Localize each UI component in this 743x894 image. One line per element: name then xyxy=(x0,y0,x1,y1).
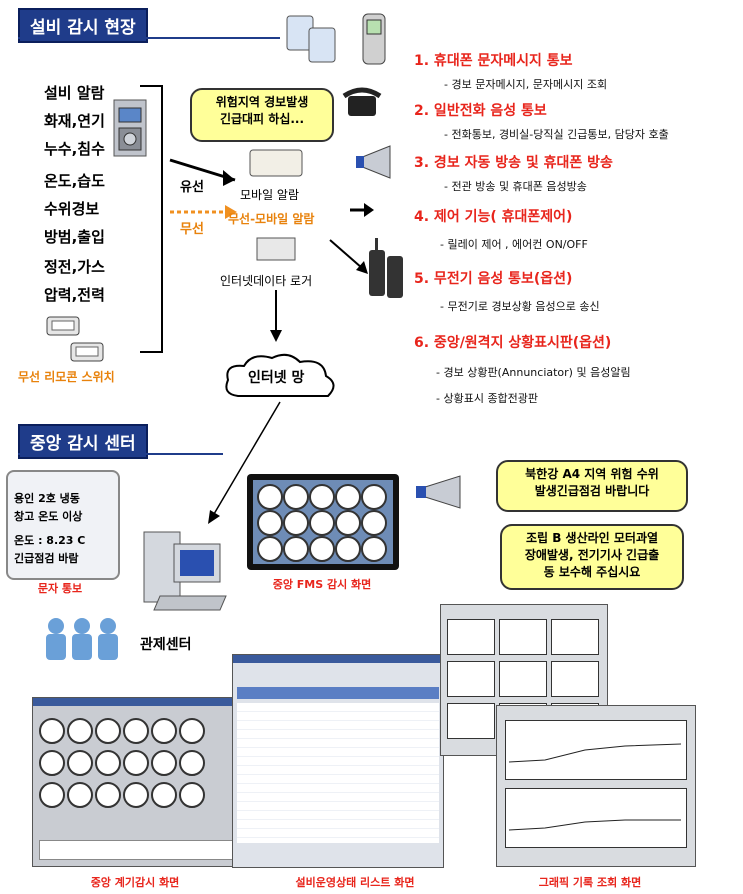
callout-mid2-line3: 동 보수해 주십시요 xyxy=(543,565,641,579)
wireless-label: 무선 xyxy=(180,222,204,237)
feature-4-title: 4. 제어 기능( 휴대폰제어) xyxy=(414,209,573,225)
status-list-screen xyxy=(232,654,444,868)
cloud-icon xyxy=(220,350,340,406)
callout-top-line2: 긴급대피 하십... xyxy=(219,112,305,126)
feature-2-title: 2. 일반전화 음성 통보 xyxy=(414,103,547,119)
sms-line4: 긴급점검 바람 xyxy=(14,552,79,565)
feature-1-sub: - 경보 문자메시지, 문자메시지 조회 xyxy=(444,78,608,91)
sms-line1: 용인 2호 냉동 xyxy=(14,492,80,505)
callout-mid2: 조립 B 생산라인 모터과열 장애발생, 전기기사 긴급출 동 보수해 주십시요 xyxy=(500,524,684,590)
remote-switch-icon-2 xyxy=(70,342,104,362)
mobile-phone-icon xyxy=(360,12,388,68)
phone-icon xyxy=(342,84,382,118)
left-item-6: 정전,가스 xyxy=(44,258,105,276)
remote-switch-label: 무선 리모콘 스위치 xyxy=(18,370,115,384)
control-center-label: 관제센터 xyxy=(140,637,192,653)
fms-screen-label: 중앙 FMS 감시 화면 xyxy=(272,578,372,591)
sms-phone: 용인 2호 냉동 창고 온도 이상 온도 : 8.23 C 긴급점검 바람 xyxy=(6,470,120,580)
gauge-monitor-screen xyxy=(32,697,244,867)
left-item-3: 온도,습도 xyxy=(44,172,105,190)
feature-5-title: 5. 무전기 음성 통보(옵션) xyxy=(414,271,573,287)
left-item-0: 설비 알람 xyxy=(44,84,105,102)
feature-6-title: 6. 중앙/원격지 상황표시판(옵션) xyxy=(414,335,612,351)
left-item-1: 화재,연기 xyxy=(44,112,105,130)
mobile-alarm-icon xyxy=(248,148,304,178)
data-logger-icon xyxy=(255,236,297,262)
sms-line2: 창고 온도 이상 xyxy=(14,510,83,523)
feature-5-sub: - 무전기로 경보상황 음성으로 송신 xyxy=(440,300,600,313)
callout-mid1: 북한강 A4 지역 위험 수위 발생긴급점검 바랍니다 xyxy=(496,460,688,512)
output-arrows xyxy=(270,203,374,342)
walkie-talkie-icon xyxy=(365,236,407,300)
center-section-underline xyxy=(18,453,223,455)
callout-mid1-line2: 발생긴급점검 바랍니다 xyxy=(534,484,650,498)
left-item-4: 수위경보 xyxy=(44,200,100,218)
callout-top: 위험지역 경보발생 긴급대피 하십... xyxy=(190,88,334,142)
cloud-to-center-arrow xyxy=(208,401,281,524)
internet-logger-label: 인터넷데이타 로거 xyxy=(220,274,313,288)
callout-mid2-line2: 장애발생, 전기기사 긴급출 xyxy=(524,548,660,562)
panel-sensor-icon xyxy=(110,98,152,160)
feature-4-sub: - 릴레이 제어 , 에어컨 ON/OFF xyxy=(440,238,588,251)
sms-card-icon xyxy=(283,14,353,64)
users-icon xyxy=(42,614,122,664)
megaphone-icon xyxy=(354,144,404,180)
pc-icon xyxy=(140,526,230,612)
feature-3-sub: - 전관 방송 및 휴대폰 음성방송 xyxy=(444,180,587,193)
caption-status-list: 설비운영상태 리스트 화면 xyxy=(295,876,415,889)
caption-graphic-record: 그래픽 기록 조회 화면 xyxy=(538,876,642,889)
fms-monitor xyxy=(247,474,399,570)
callout-mid1-line1: 북한강 A4 지역 위험 수위 xyxy=(525,467,659,481)
remote-switch-icon xyxy=(46,316,80,336)
sms-line3: 온도 : 8.23 C xyxy=(14,534,86,547)
wireless-mobile-alarm-label: 무선-모바일 알람 xyxy=(228,212,315,226)
feature-6-sub-2: - 상황표시 종합전광판 xyxy=(436,392,539,405)
feature-1-title: 1. 휴대폰 문자메시지 통보 xyxy=(414,53,573,69)
caption-gauge-monitor: 중앙 계기감시 화면 xyxy=(90,876,180,889)
left-item-7: 압력,전력 xyxy=(44,286,105,304)
left-item-2: 누수,침수 xyxy=(44,140,105,158)
site-section-underline xyxy=(18,37,280,39)
feature-2-sub: - 전화통보, 경비실-당직실 긴급통보, 담당자 호출 xyxy=(444,128,669,141)
callout-mid2-line1: 조립 B 생산라인 모터과열 xyxy=(525,531,659,545)
input-arrows xyxy=(169,158,237,219)
feature-6-sub-1: - 경보 상황판(Annunciator) 및 음성알림 xyxy=(436,366,631,379)
mobile-alarm-label: 모바일 알람 xyxy=(240,188,300,202)
sensor-bracket xyxy=(140,85,163,353)
megaphone-icon-center xyxy=(414,474,474,510)
graphic-record-screen xyxy=(496,705,696,867)
left-item-5: 방범,출입 xyxy=(44,228,105,246)
callout-top-line1: 위험지역 경보발생 xyxy=(215,95,309,109)
sms-label: 문자 통보 xyxy=(37,582,83,595)
feature-3-title: 3. 경보 자동 방송 및 휴대폰 방송 xyxy=(414,155,613,171)
internet-cloud-label: 인터넷 망 xyxy=(248,370,305,386)
wired-label: 유선 xyxy=(180,180,204,195)
